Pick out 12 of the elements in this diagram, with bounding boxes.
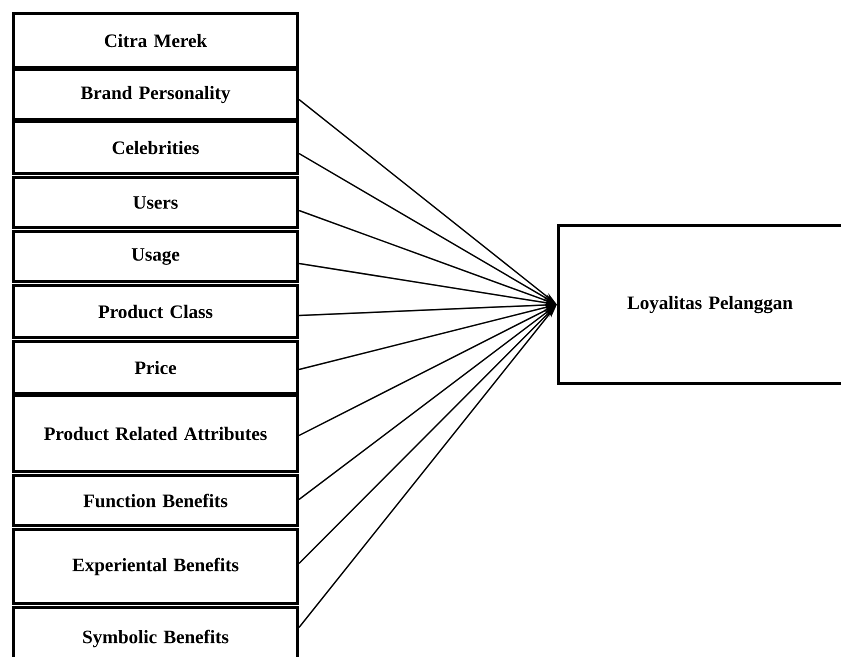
factor-box: Product Related Attributes xyxy=(12,394,299,473)
factor-box: Usage xyxy=(12,230,299,283)
factor-box: Celebrities xyxy=(12,120,299,175)
result-box: Loyalitas Pelanggan xyxy=(557,224,841,385)
factor-box: Price xyxy=(12,340,299,395)
factor-box: Product Class xyxy=(12,284,299,339)
factor-box: Symbolic Benefits xyxy=(12,606,299,657)
heading-box: Citra Merek xyxy=(12,12,299,69)
factor-box: Function Benefits xyxy=(12,474,299,527)
factor-box: Experiental Benefits xyxy=(12,528,299,605)
factor-box: Brand Personality xyxy=(12,68,299,121)
factor-box: Users xyxy=(12,176,299,229)
